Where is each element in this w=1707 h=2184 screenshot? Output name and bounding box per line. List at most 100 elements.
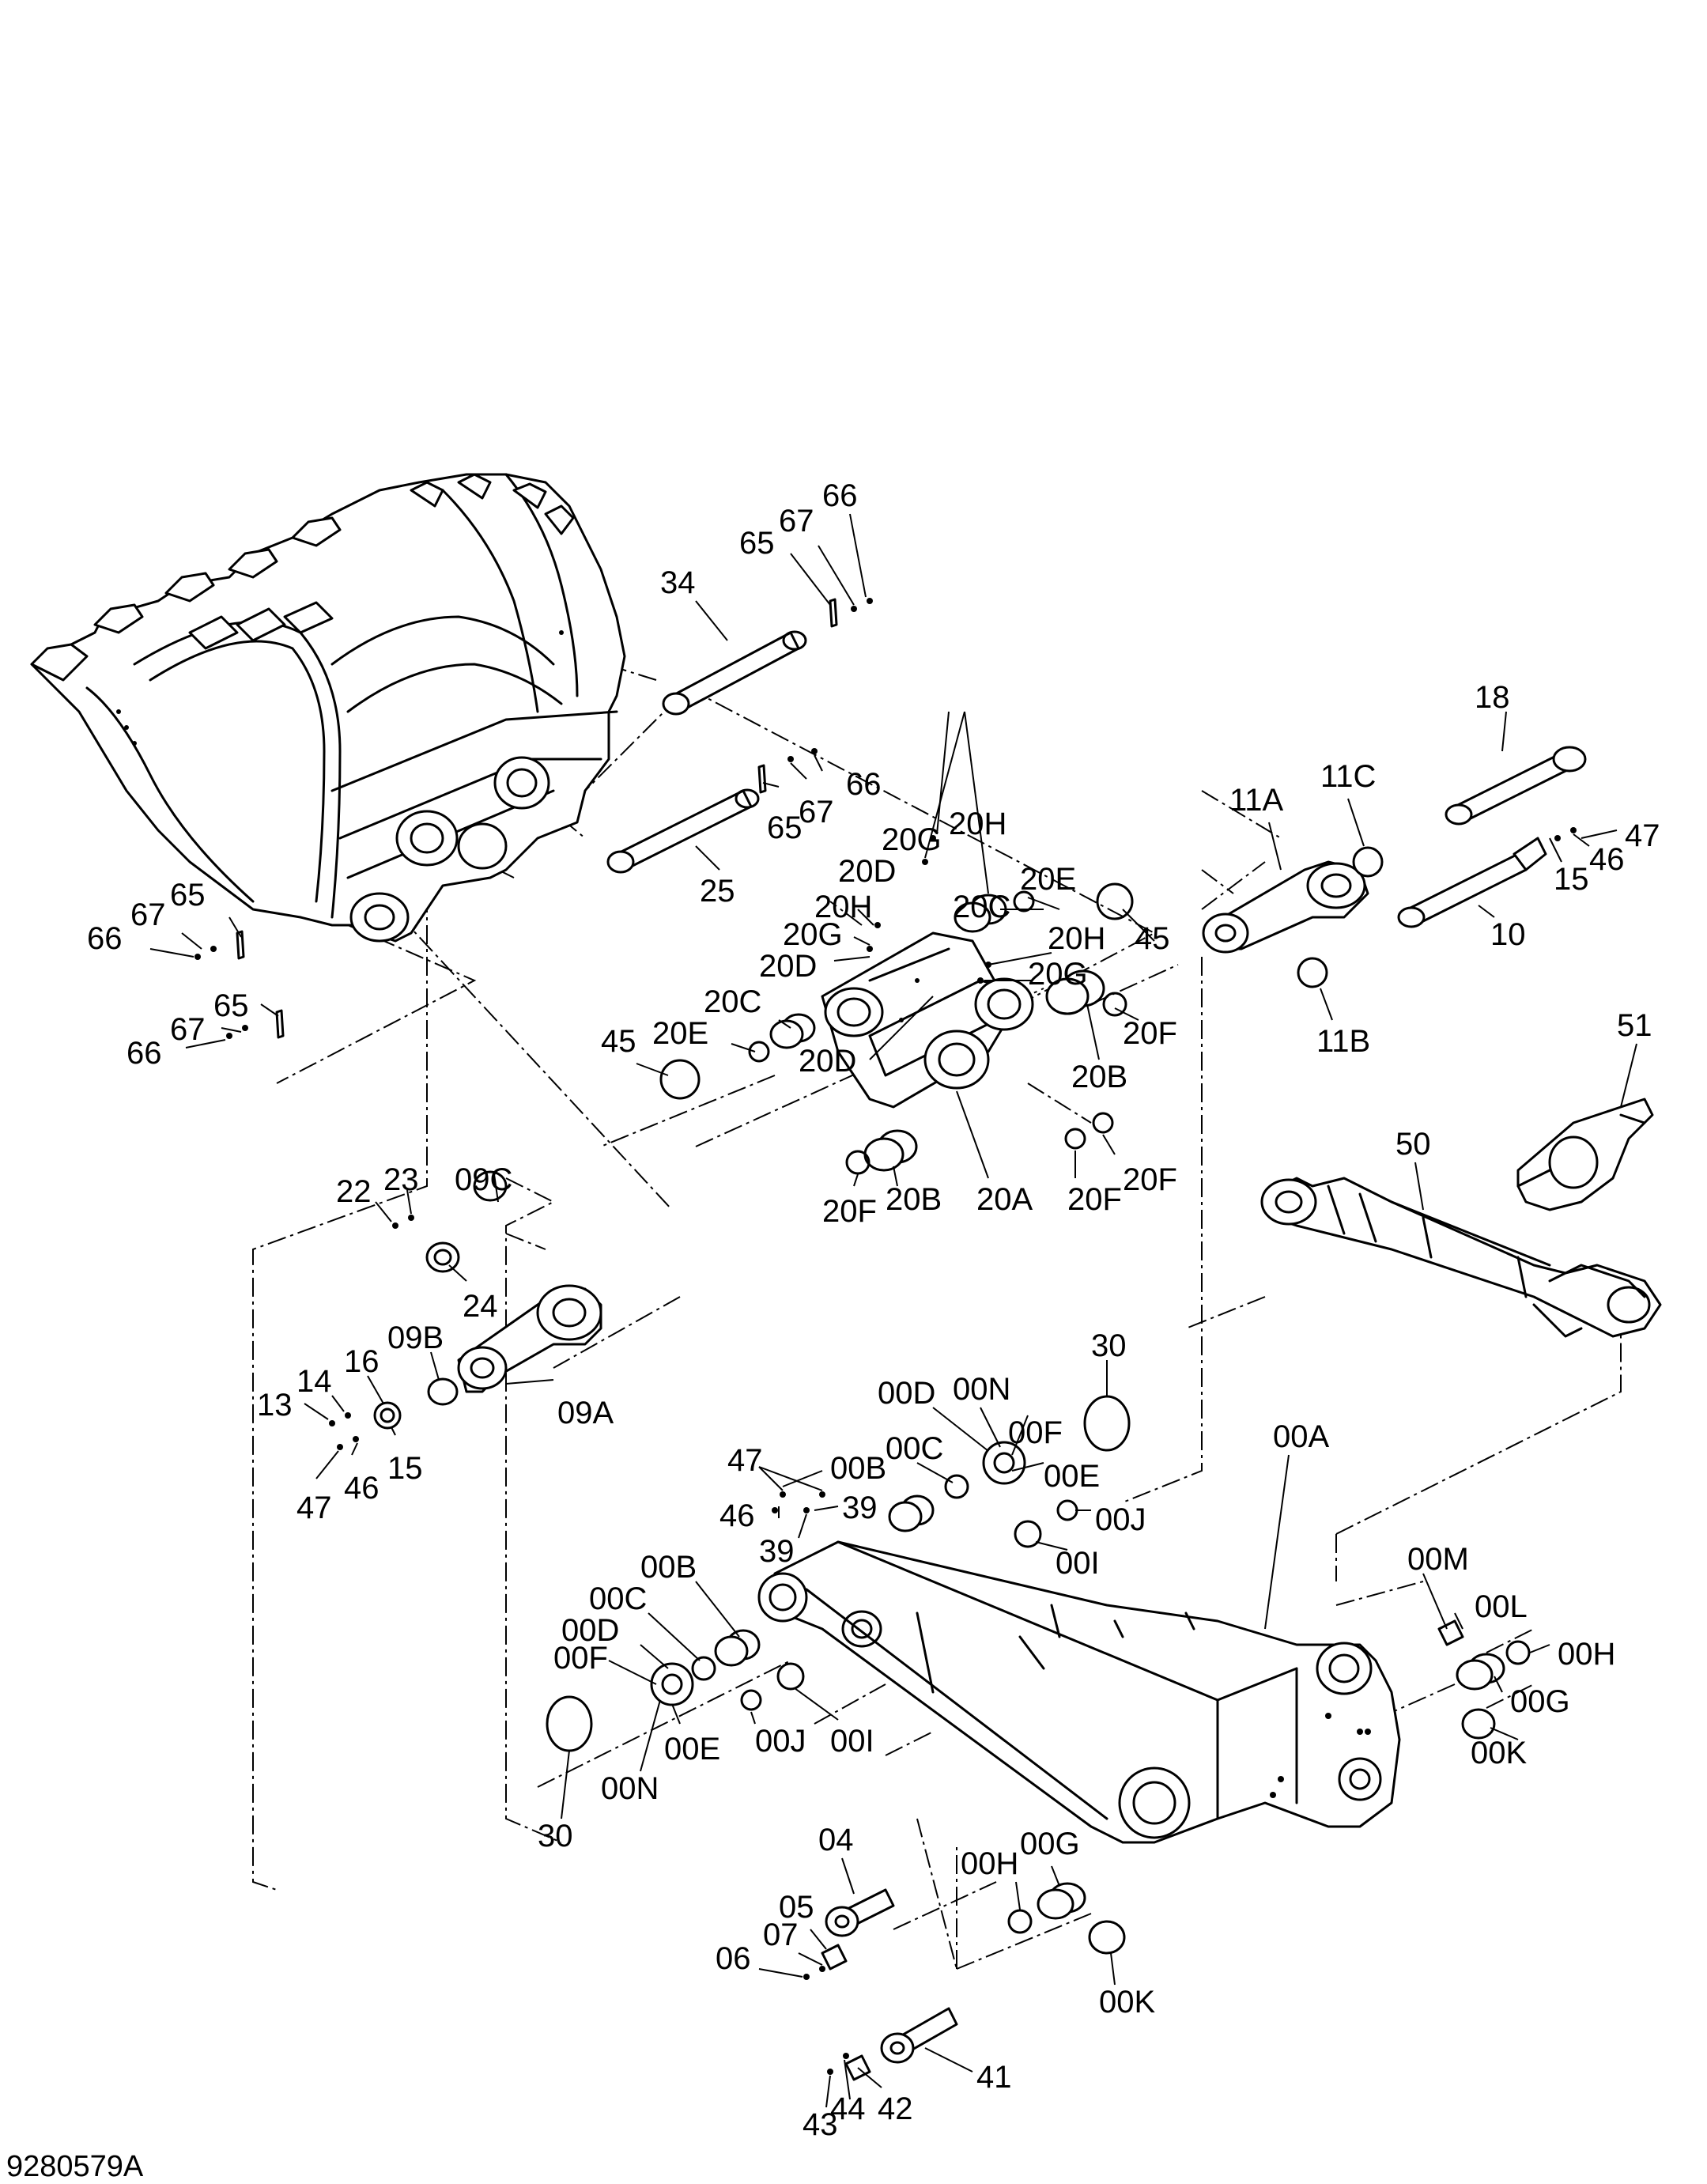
label-14: 14: [296, 1364, 332, 1399]
label-00K: 00K: [1099, 1985, 1155, 2020]
label-10: 10: [1490, 917, 1526, 952]
label-66: 66: [87, 921, 123, 956]
label-25: 25: [700, 874, 735, 909]
label-46: 46: [719, 1498, 755, 1533]
label-65: 65: [170, 878, 206, 913]
label-20E: 20E: [1020, 862, 1076, 897]
label-51: 51: [1617, 1008, 1652, 1043]
label-00K: 00K: [1471, 1736, 1527, 1770]
label-67: 67: [130, 897, 166, 932]
label-30: 30: [538, 1819, 573, 1853]
label-00H: 00H: [961, 1846, 1018, 1881]
label-20F: 20F: [1067, 1182, 1122, 1217]
label-00N: 00N: [601, 1771, 659, 1806]
label-00G: 00G: [1510, 1684, 1570, 1719]
label-65: 65: [767, 810, 803, 845]
pin-04: [803, 1888, 895, 1980]
label-07: 07: [763, 1918, 799, 1952]
label-00N: 00N: [953, 1372, 1010, 1407]
label-15: 15: [387, 1451, 423, 1486]
label-18: 18: [1475, 680, 1510, 715]
part-labels: 66 67 65 34 66 67 65 25 65 67 66 65 67 6…: [6, 478, 1660, 2183]
label-20H: 20H: [1048, 921, 1105, 956]
label-23: 23: [383, 1162, 419, 1197]
label-67: 67: [170, 1012, 206, 1047]
arm-bushings-00: [546, 1395, 1531, 1752]
label-20B: 20B: [886, 1182, 942, 1217]
label-66: 66: [127, 1036, 162, 1071]
label-50: 50: [1395, 1127, 1431, 1162]
arm-00A: [757, 1540, 1401, 1844]
label-09C: 09C: [455, 1162, 512, 1197]
link-bushings-20: [659, 835, 1134, 1175]
label-20H: 20H: [814, 890, 872, 924]
label-09B: 09B: [387, 1321, 444, 1355]
label-00B: 00B: [640, 1550, 697, 1585]
label-20G: 20G: [783, 917, 843, 952]
label-20G: 20G: [882, 822, 942, 857]
link-11A: [1202, 846, 1384, 988]
label-00E: 00E: [664, 1732, 720, 1766]
label-66: 66: [846, 767, 882, 802]
link-09A: [329, 1170, 602, 1450]
label-00M: 00M: [1407, 1542, 1469, 1577]
link-20A: [821, 931, 1034, 1109]
label-15: 15: [1554, 862, 1589, 897]
label-20F: 20F: [1123, 1016, 1177, 1051]
label-20D: 20D: [799, 1044, 856, 1079]
label-00A: 00A: [1273, 1419, 1329, 1454]
arm-end-bushings: [1007, 1882, 1126, 1955]
cylinder-50: [1260, 1177, 1662, 1338]
label-00H: 00H: [1558, 1637, 1615, 1672]
label-66: 66: [822, 478, 858, 513]
label-30: 30: [1091, 1328, 1127, 1363]
label-22: 22: [336, 1174, 372, 1209]
label-00J: 00J: [755, 1724, 806, 1759]
label-41: 41: [976, 2060, 1012, 2095]
label-67: 67: [779, 504, 814, 538]
label-00F: 00F: [1008, 1415, 1063, 1450]
label-44: 44: [830, 2091, 866, 2126]
label-67: 67: [799, 795, 834, 829]
label-47: 47: [727, 1443, 763, 1478]
label-43: 43: [803, 2107, 838, 2142]
label-39: 39: [759, 1534, 795, 1569]
label-20H: 20H: [949, 807, 1006, 841]
label-00J: 00J: [1095, 1502, 1146, 1537]
label-00I: 00I: [830, 1724, 874, 1759]
label-39: 39: [842, 1491, 878, 1525]
label-46: 46: [344, 1471, 380, 1506]
label-65: 65: [739, 526, 775, 561]
bracket-51: [1516, 1098, 1654, 1211]
label-20C: 20C: [953, 890, 1010, 924]
label-20A: 20A: [976, 1182, 1033, 1217]
label-11A: 11A: [1229, 783, 1284, 818]
label-00E: 00E: [1044, 1459, 1100, 1494]
label-00L: 00L: [1475, 1589, 1528, 1624]
label-20E: 20E: [652, 1016, 708, 1051]
label-00G: 00G: [1020, 1827, 1080, 1861]
lock-hardware-65-67: [194, 598, 1577, 1039]
pin-10: [1397, 837, 1547, 928]
label-16: 16: [344, 1344, 380, 1379]
label-09A: 09A: [557, 1396, 614, 1430]
leader-lines: [149, 513, 1637, 2108]
label-00D: 00D: [878, 1376, 935, 1411]
label-20C: 20C: [704, 984, 761, 1019]
label-24: 24: [463, 1289, 498, 1324]
label-00C: 00C: [886, 1431, 943, 1466]
label-00C: 00C: [589, 1581, 647, 1616]
label-13: 13: [257, 1388, 293, 1423]
label-20G: 20G: [1028, 957, 1088, 992]
label-00D: 00D: [561, 1613, 619, 1648]
label-42: 42: [878, 2091, 913, 2126]
label-65: 65: [213, 988, 249, 1023]
pin-34: [662, 630, 807, 716]
label-20B: 20B: [1071, 1060, 1127, 1094]
label-47: 47: [1625, 818, 1660, 853]
label-11C: 11C: [1320, 759, 1376, 794]
pin-18: [1445, 746, 1587, 826]
label-11B: 11B: [1316, 1024, 1370, 1059]
label-47: 47: [296, 1491, 332, 1525]
